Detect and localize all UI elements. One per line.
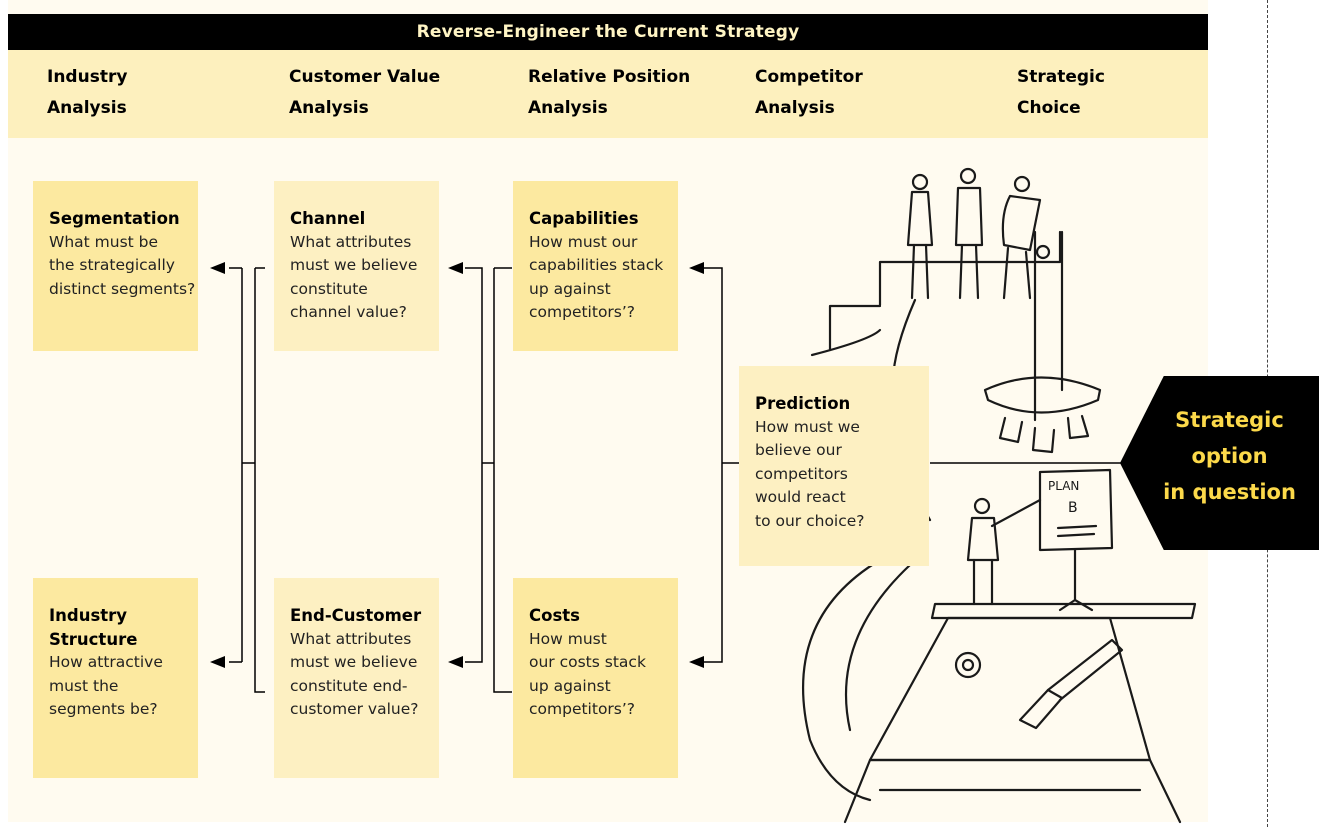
- column-header-industry-analysis: Industry Analysis: [47, 67, 128, 118]
- box-costs-title: Costs: [529, 606, 580, 625]
- connector-capabilities-join: [704, 267, 723, 663]
- box-segmentation-question: What must be the strategically distinct …: [49, 232, 196, 298]
- box-prediction: Prediction How must we believe our compe…: [739, 366, 929, 566]
- arrow-to-industry-structure: [210, 656, 225, 668]
- arrow-to-end-customer: [448, 656, 463, 668]
- column-header-relative-position-analysis: Relative Position Analysis: [528, 67, 691, 118]
- box-end-customer-title: End-Customer: [290, 606, 422, 625]
- arrow-to-costs: [689, 656, 704, 668]
- box-segmentation: Segmentation What must be the strategica…: [33, 181, 198, 351]
- connector-channel-endcustomer: [242, 267, 265, 693]
- box-channel-title: Channel: [290, 209, 366, 228]
- box-prediction-question: How must we believe our competitors woul…: [755, 417, 865, 530]
- connector-capabilities-costs: [482, 267, 512, 693]
- easel-plan-text: PLAN: [1048, 479, 1079, 493]
- connector-channel-join: [465, 267, 483, 663]
- box-channel-question: What attributes must we believe constitu…: [290, 232, 418, 322]
- box-costs-question: How must our costs stack up against comp…: [529, 629, 646, 719]
- column-header-band: [8, 50, 1208, 138]
- box-industry-structure-title: Industry Structure: [49, 606, 138, 649]
- column-header-strategic-choice: Strategic Choice: [1017, 67, 1105, 118]
- box-channel: Channel What attributes must we believe …: [274, 181, 439, 351]
- connector-segmentation-structure: [229, 267, 243, 663]
- box-end-customer-question: What attributes must we believe constitu…: [290, 629, 419, 719]
- arrow-to-capabilities: [689, 262, 704, 274]
- strategic-option-badge: [1120, 376, 1319, 550]
- box-industry-structure-question: How attractive must the segments be?: [49, 653, 163, 718]
- column-header-competitor-analysis: Competitor Analysis: [755, 67, 863, 118]
- strategic-option-label: Strategic option in question: [1163, 408, 1296, 504]
- box-prediction-title: Prediction: [755, 394, 851, 413]
- box-costs: Costs How must our costs stack up agains…: [513, 578, 678, 778]
- column-header-customer-value-analysis: Customer Value Analysis: [289, 67, 441, 118]
- diagram-title: Reverse-Engineer the Current Strategy: [8, 14, 1208, 50]
- easel-b-text: B: [1068, 500, 1078, 516]
- box-segmentation-title: Segmentation: [49, 209, 180, 228]
- box-end-customer: End-Customer What attributes must we bel…: [274, 578, 439, 778]
- box-industry-structure: Industry Structure How attractive must t…: [33, 578, 198, 778]
- arrow-to-segmentation: [210, 262, 225, 274]
- box-capabilities-title: Capabilities: [529, 209, 639, 228]
- box-capabilities-question: How must our capabilities stack up again…: [529, 232, 664, 322]
- box-capabilities: Capabilities How must our capabilities s…: [513, 181, 678, 351]
- arrow-to-channel: [448, 262, 463, 274]
